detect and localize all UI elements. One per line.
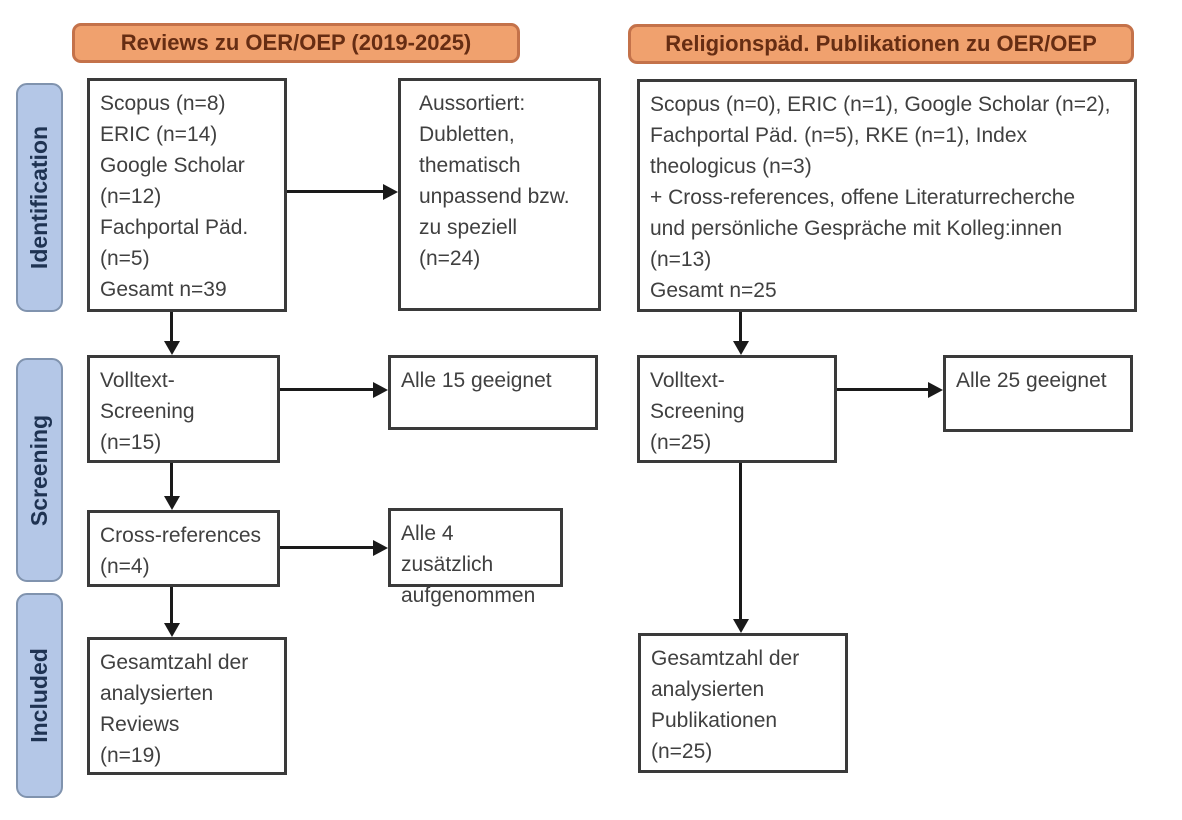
arrow-left-sources-to-fulltext-line [170, 312, 173, 342]
box-left-sources: Scopus (n=8) ERIC (n=14) Google Scholar … [87, 78, 287, 312]
column-header-reviews: Reviews zu OER/OEP (2019-2025) [72, 23, 520, 63]
stage-label-identification: Identification [16, 83, 63, 312]
box-left-fulltext-screening: Volltext- Screening (n=15) [87, 355, 280, 463]
arrow-left-sources-to-fulltext-head [164, 341, 180, 355]
box-right-fulltext-result: Alle 25 geeignet [943, 355, 1133, 432]
stage-label-screening: Screening [16, 358, 63, 582]
box-right-total: Gesamtzahl der analysierten Publikatione… [638, 633, 848, 773]
arrow-right-sources-to-fulltext-head [733, 341, 749, 355]
box-left-fulltext-result: Alle 15 geeignet [388, 355, 598, 430]
column-header-religionspaed: Religionspäd. Publikationen zu OER/OEP [628, 24, 1134, 64]
arrow-right-fulltext-to-result-line [837, 388, 929, 391]
arrow-left-crossref-to-total-head [164, 623, 180, 637]
column-header-reviews-label: Reviews zu OER/OEP (2019-2025) [120, 30, 472, 55]
arrow-right-fulltext-to-result-head [928, 382, 943, 398]
box-right-sources: Scopus (n=0), ERIC (n=1), Google Scholar… [637, 79, 1137, 312]
arrow-left-crossref-to-result-line [280, 546, 374, 549]
arrow-left-fulltext-to-crossref-line [170, 463, 173, 497]
arrow-left-fulltext-to-crossref-head [164, 496, 180, 510]
stage-label-included: Included [16, 593, 63, 798]
column-header-religionspaed-label: Religionspäd. Publikationen zu OER/OEP [665, 31, 1097, 56]
arrow-left-sources-to-excluded-head [383, 184, 398, 200]
stage-label-screening-text: Screening [26, 414, 52, 526]
arrow-left-fulltext-to-result-line [280, 388, 374, 391]
stage-label-included-text: Included [26, 648, 52, 743]
arrow-right-fulltext-to-total-head [733, 619, 749, 633]
stage-label-identification-text: Identification [26, 125, 52, 270]
box-left-total: Gesamtzahl der analysierten Reviews (n=1… [87, 637, 287, 775]
box-left-crossref: Cross-references (n=4) [87, 510, 280, 587]
box-left-excluded: Aussortiert: Dubletten, thematisch unpas… [398, 78, 601, 311]
arrow-left-crossref-to-total-line [170, 587, 173, 624]
arrow-right-sources-to-fulltext-line [739, 312, 742, 342]
arrow-left-sources-to-excluded-line [287, 190, 384, 193]
arrow-left-fulltext-to-result-head [373, 382, 388, 398]
arrow-left-crossref-to-result-head [373, 540, 388, 556]
arrow-right-fulltext-to-total-line [739, 463, 742, 620]
box-right-fulltext-screening: Volltext- Screening (n=25) [637, 355, 837, 463]
box-left-crossref-result: Alle 4 zusätzlich aufgenommen [388, 508, 563, 607]
